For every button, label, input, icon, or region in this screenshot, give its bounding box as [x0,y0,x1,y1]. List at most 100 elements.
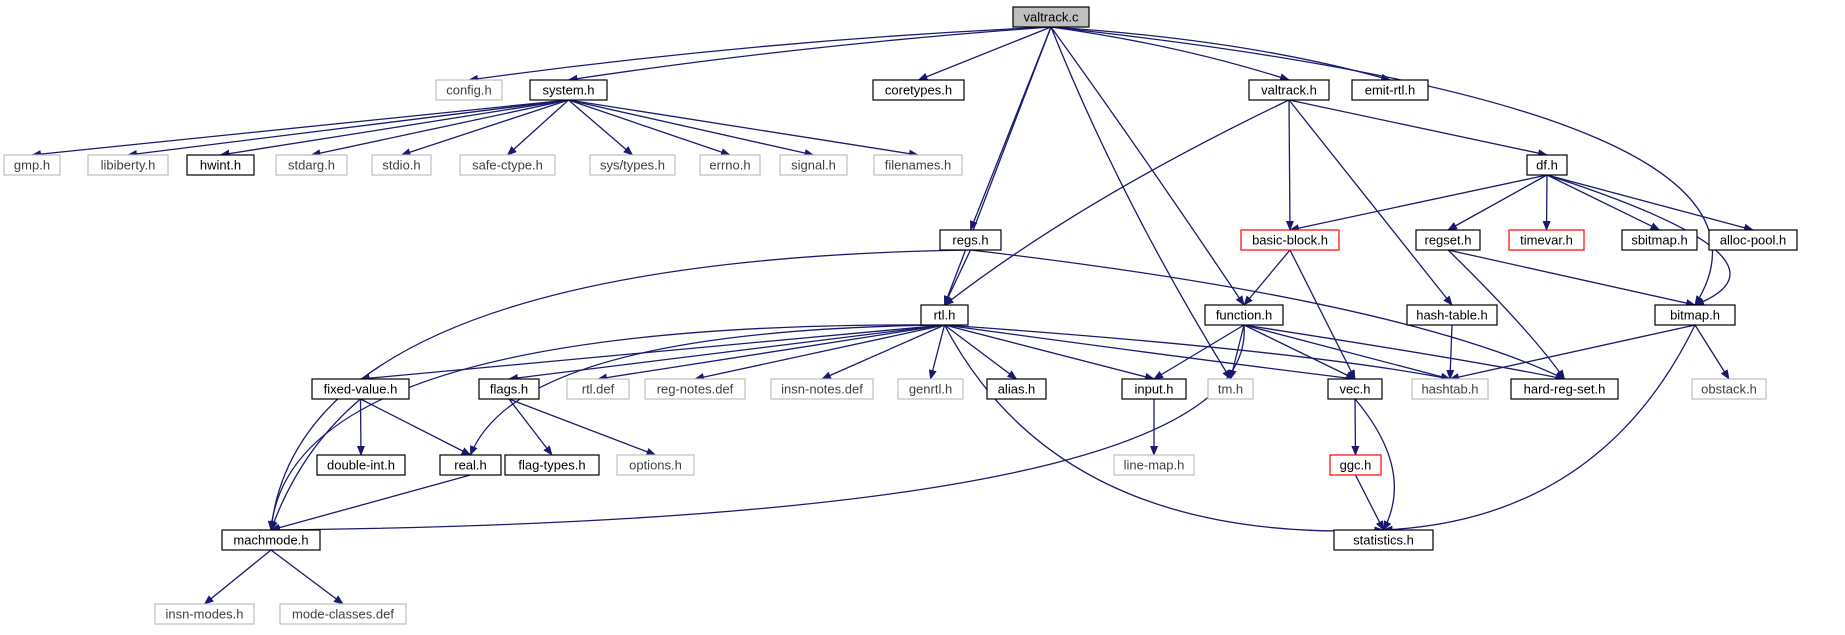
node-flags-h[interactable]: flags.h [478,378,540,400]
node-emit-rtl-h-box [1351,79,1429,101]
edge-bitmap-h-to-hashtab-h [1449,324,1696,381]
node-emit-rtl-h-label: emit-rtl.h [1365,83,1416,98]
edge-df-h-to-timevar-h [1542,174,1551,231]
node-regs-h[interactable]: regs.h [939,229,1002,251]
node-errno-h-box [699,154,761,176]
node-timevar-h-label: timevar.h [1520,233,1573,248]
node-function-h[interactable]: function.h [1204,304,1284,326]
node-reg-notes-def-label: reg-notes.def [657,382,734,397]
node-input-h[interactable]: input.h [1121,378,1187,400]
edge-df-h-to-sbitmap-h [1546,174,1661,231]
node-sbitmap-h-label: sbitmap.h [1631,233,1687,248]
node-filenames-h-box [873,154,963,176]
node-genrtl-h-label: genrtl.h [909,382,952,397]
node-flag-types-h[interactable]: flag-types.h [504,454,600,476]
node-reg-notes-def-box [644,378,746,400]
node-bitmap-h-label: bitmap.h [1670,308,1720,323]
edge-fixed-value-h-to-real-h [360,398,472,456]
edge-valtrack-h-to-rtl-h [943,99,1290,306]
node-basic-block-h-label: basic-block.h [1252,233,1328,248]
node-coretypes-h-box [872,79,965,101]
node-timevar-h[interactable]: timevar.h [1508,229,1585,251]
node-alias-h[interactable]: alias.h [986,378,1047,400]
edge-rtl-h-to-alias-h [944,324,1018,380]
node-real-h[interactable]: real.h [439,454,502,476]
node-rtl-h-label: rtl.h [934,308,956,323]
node-gmp-h-box [3,154,61,176]
node-basic-block-h[interactable]: basic-block.h [1240,229,1340,251]
node-df-h[interactable]: df.h [1526,154,1568,176]
node-valtrack-c[interactable]: valtrack.c [1012,6,1090,28]
node-sys-types-h-box [589,154,676,176]
node-hard-reg-set-h[interactable]: hard-reg-set.h [1510,378,1619,400]
node-sbitmap-h-box [1621,229,1698,251]
edge-system-h-to-filenames-h [568,99,919,158]
node-real-h-label: real.h [454,458,487,473]
node-rtl-h[interactable]: rtl.h [920,304,969,326]
node-coretypes-h[interactable]: coretypes.h [872,79,965,101]
node-hard-reg-set-h-box [1510,378,1619,400]
node-mode-classes-def-label: mode-classes.def [292,607,394,622]
node-regset-h-box [1415,229,1481,251]
edge-rtl-h-to-real-h [469,324,945,456]
node-signal-h-box [779,154,848,176]
node-system-h[interactable]: system.h [529,79,608,101]
node-sys-types-h-label: sys/types.h [600,158,665,173]
node-tm-h-box [1207,378,1254,400]
node-mode-classes-def-box [279,603,407,625]
node-input-h-box [1121,378,1187,400]
node-valtrack-c-box [1012,6,1090,28]
node-function-h-label: function.h [1216,308,1272,323]
node-libiberty-h-label: libiberty.h [101,158,156,173]
node-valtrack-h-label: valtrack.h [1261,83,1317,98]
node-alloc-pool-h[interactable]: alloc-pool.h [1708,229,1798,251]
node-system-h-label: system.h [542,83,594,98]
node-config-h-box [435,79,503,101]
node-emit-rtl-h[interactable]: emit-rtl.h [1351,79,1429,101]
edge-flags-h-to-flag-types-h [508,398,553,456]
node-hwint-h[interactable]: hwint.h [186,154,255,176]
node-sbitmap-h[interactable]: sbitmap.h [1621,229,1698,251]
edge-rtl-h-to-reg-notes-def [694,324,945,382]
node-valtrack-h[interactable]: valtrack.h [1248,79,1330,101]
edge-valtrack-c-to-bitmap-h [1050,26,1714,306]
edge-system-h-to-hwint-h [219,99,569,158]
node-stdarg-h: stdarg.h [275,154,348,176]
node-options-h: options.h [616,454,695,476]
node-hard-reg-set-h-label: hard-reg-set.h [1524,382,1606,397]
node-alias-h-label: alias.h [998,382,1036,397]
edge-fixed-value-h-to-double-int-h [356,398,365,456]
node-hash-table-h[interactable]: hash-table.h [1406,304,1498,326]
node-vec-h[interactable]: vec.h [1327,378,1383,400]
node-machmode-h[interactable]: machmode.h [221,529,321,551]
edge-system-h-to-stdio-h [400,99,569,156]
node-statistics-h-label: statistics.h [1353,533,1414,548]
edge-function-h-to-machmode-h [270,324,1245,534]
edge-rtl-h-to-flags-h [508,324,945,382]
node-gmp-h: gmp.h [3,154,61,176]
edge-df-h-to-alloc-pool-h [1546,174,1754,232]
node-bitmap-h[interactable]: bitmap.h [1654,304,1736,326]
node-insn-modes-h-label: insn-modes.h [165,607,243,622]
node-stdio-h: stdio.h [371,154,432,176]
edge-system-h-to-safe-ctype-h [506,99,569,156]
node-ggc-h[interactable]: ggc.h [1329,454,1382,476]
node-fixed-value-h[interactable]: fixed-value.h [311,378,410,400]
edge-hash-table-h-to-hashtab-h [1446,324,1455,380]
node-stdio-h-label: stdio.h [382,158,420,173]
node-regset-h-label: regset.h [1425,233,1472,248]
edge-rtl-h-to-insn-notes-def [821,324,945,380]
node-statistics-h[interactable]: statistics.h [1333,529,1434,551]
node-ggc-h-box [1329,454,1382,476]
edge-valtrack-c-to-rtl-h [943,26,1052,306]
node-genrtl-h: genrtl.h [897,378,964,400]
node-system-h-box [529,79,608,101]
edge-basic-block-h-to-vec-h [1289,249,1356,380]
node-stdarg-h-label: stdarg.h [288,158,335,173]
node-libiberty-h-box [87,154,169,176]
node-regs-h-box [939,229,1002,251]
node-rtl-h-box [920,304,969,326]
node-regset-h[interactable]: regset.h [1415,229,1481,251]
node-double-int-h[interactable]: double-int.h [316,454,406,476]
